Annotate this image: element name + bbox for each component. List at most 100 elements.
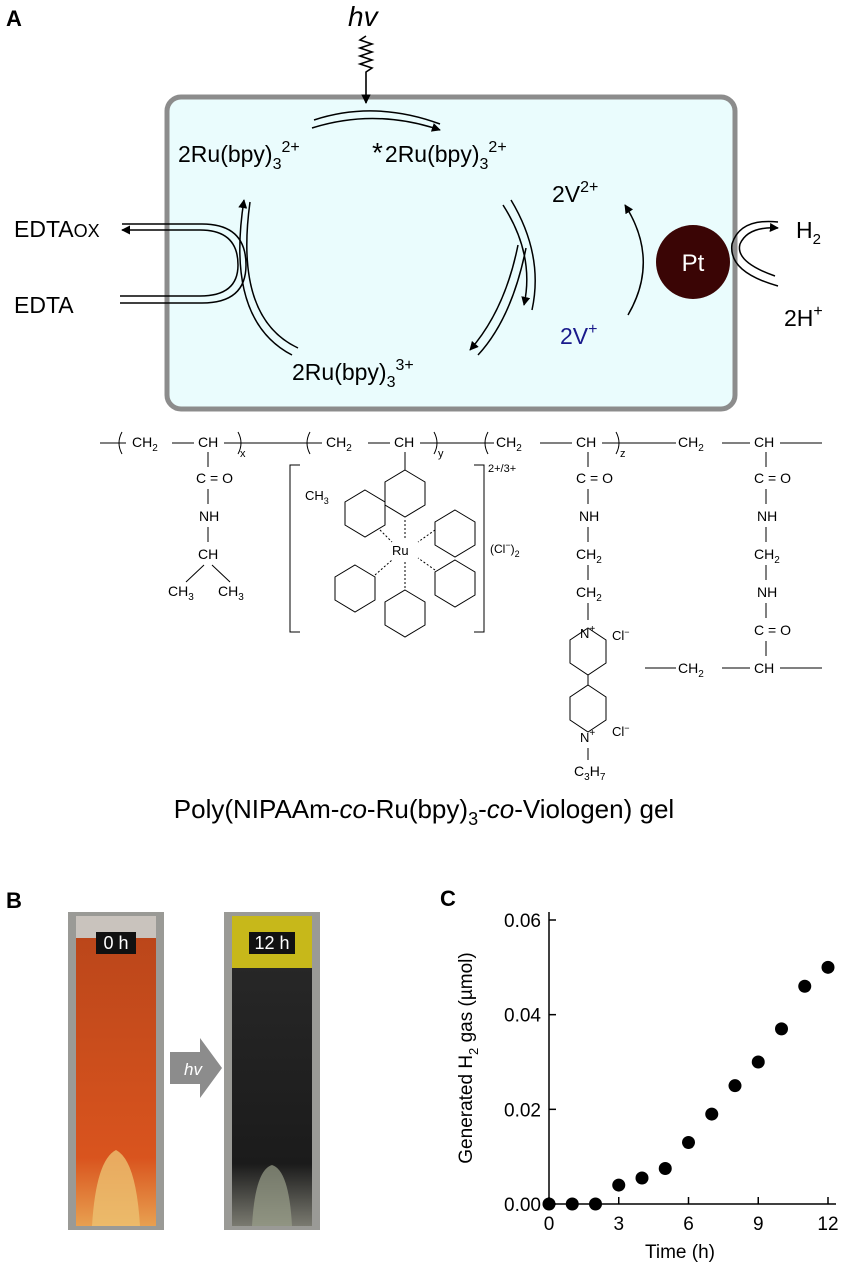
mask-ch2-1	[126, 430, 172, 450]
data-point	[798, 979, 812, 993]
et-arrow-to-ru3	[469, 244, 519, 351]
viologen-red-label: 2V+	[560, 321, 597, 349]
y-tick-label: 0.00	[504, 1195, 541, 1216]
data-point	[775, 1022, 788, 1036]
viologen-n-bottom: N+	[580, 728, 595, 745]
ru3-reduction-arrow	[238, 199, 293, 356]
crosslinker-co-top: C = O	[754, 470, 791, 486]
excitation-arrow	[311, 117, 441, 132]
data-point	[589, 1197, 602, 1211]
cuvette-label-0h: 0 h	[103, 933, 128, 953]
protons-label: 2H+	[784, 303, 823, 331]
complex-brackets	[289, 464, 485, 633]
subscript-z: z	[620, 448, 626, 460]
data-point	[751, 1055, 765, 1069]
crosslinker-backbone-ch2: CH2	[678, 660, 704, 680]
mask-ch-4	[750, 430, 780, 450]
viologen-ch2-b: CH2	[576, 584, 602, 604]
panel-label-b: B	[6, 888, 22, 913]
viologen-propyl: C3H7	[574, 763, 606, 783]
ch2-2: CH2	[326, 434, 352, 454]
ch-1: CH	[198, 434, 218, 450]
pt-reoxidation-arrow	[624, 204, 644, 316]
mask-ch2-3	[494, 430, 540, 450]
repeat-brackets	[118, 431, 620, 455]
edta-arrow-line	[120, 223, 247, 304]
label-bg-12h	[249, 932, 295, 954]
ru-excited-label: *2Ru(bpy)32+	[372, 137, 507, 173]
excitation-arrow-line	[313, 110, 441, 125]
ch-3: CH	[576, 434, 596, 450]
data-point	[728, 1079, 742, 1093]
x-tick-label: 12	[817, 1214, 838, 1235]
x-tick-label: 9	[753, 1214, 764, 1235]
viologen-n-top: N+	[580, 624, 595, 641]
light-wave-arrow	[357, 35, 375, 104]
coordination-bonds	[374, 520, 436, 588]
viologen-cl-bottom: Cl−	[612, 723, 630, 739]
nipaam-ch3-left: CH3	[168, 583, 194, 603]
pt-particle	[656, 225, 730, 299]
data-point	[705, 1107, 719, 1121]
complex-charge: 2+/3+	[488, 463, 516, 475]
nipaam-nh: NH	[199, 508, 219, 524]
ru3-reduction-line	[246, 201, 299, 349]
edta-ox-label: EDTAOX	[14, 216, 100, 242]
x-tick-label: 3	[613, 1214, 624, 1235]
label-bg-0h	[96, 932, 136, 954]
ru-methyl: CH3	[305, 488, 329, 506]
light-label: hv	[348, 1, 380, 32]
gel-name: Poly(NIPAAm-co-Ru(bpy)3-co-Viologen) gel	[174, 794, 674, 829]
ru-oxidized-label: 2Ru(bpy)33+	[292, 357, 414, 391]
pt-label: Pt	[682, 250, 705, 277]
cuvette-0h: 0 h	[68, 912, 164, 1230]
ch2-4: CH2	[678, 434, 704, 454]
panel-label-a: A	[6, 6, 22, 31]
mask-ch-3	[572, 430, 602, 450]
ch-4: CH	[754, 434, 774, 450]
cuvette-12h: 12 h	[224, 912, 320, 1230]
y-axis-label: Generated H2 gas (µmol)	[456, 952, 481, 1163]
light-arrow-b: hv	[170, 1038, 222, 1098]
gel-box	[164, 94, 738, 412]
x-tick-label: 6	[683, 1214, 694, 1235]
reaction-scheme: hv 2Ru(bpy)32+ *2Ru(bpy)32+ 2V2+ 2V+ 2Ru…	[14, 1, 823, 412]
nipaam-co: C = O	[196, 470, 233, 486]
viologen-nh: NH	[579, 508, 599, 524]
ru-center: Ru	[392, 543, 409, 558]
nipaam-ch: CH	[198, 546, 218, 562]
x-axis-label: Time (h)	[645, 1242, 715, 1263]
crosslinker-ch2: CH2	[754, 546, 780, 566]
cuvette-label-12h: 12 h	[254, 933, 289, 953]
y-tick-label: 0.06	[504, 911, 541, 932]
subscript-x: x	[240, 448, 246, 460]
mask-ch2-4	[676, 430, 722, 450]
crosslinker-nh-bottom: NH	[757, 584, 777, 600]
data-point	[821, 960, 835, 974]
bipyridine-rings	[334, 469, 476, 638]
data-point	[682, 1135, 695, 1149]
viologen-cl-top: Cl−	[612, 627, 630, 643]
et-arrow-line-a	[510, 199, 536, 311]
edta-label: EDTA	[14, 292, 74, 318]
viologen-ch2-a: CH2	[576, 546, 602, 566]
y-tick-label: 0.04	[504, 1006, 541, 1027]
data-point	[565, 1197, 579, 1211]
subscript-y: y	[438, 448, 444, 460]
et-arrow-line-b	[477, 247, 527, 356]
viologen-co: C = O	[576, 470, 613, 486]
data-point	[612, 1178, 626, 1192]
h2-evolution-arrow	[738, 222, 779, 277]
h2-evolution-line	[731, 220, 779, 287]
ch2-1: CH2	[132, 434, 158, 454]
h2-label: H2	[796, 217, 821, 248]
chloride-counterions: (Cl−)2	[490, 540, 520, 559]
panel-label-c: C	[440, 886, 456, 911]
data-point	[542, 1197, 556, 1211]
mask-ch-1	[194, 430, 224, 450]
crosslinker-co-bottom: C = O	[754, 622, 791, 638]
data-point	[635, 1171, 649, 1185]
x-tick-label: 0	[544, 1214, 555, 1235]
